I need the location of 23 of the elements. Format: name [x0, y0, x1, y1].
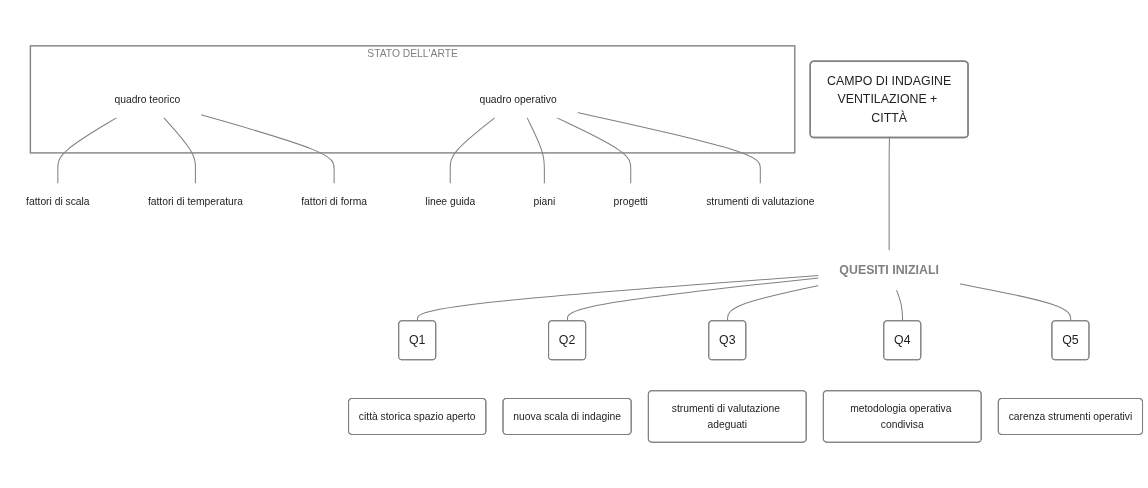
connector — [555, 116, 632, 185]
connector — [163, 116, 196, 185]
connector — [958, 283, 1072, 322]
connector — [57, 116, 118, 185]
node-text: piani — [533, 195, 556, 208]
connector — [200, 114, 335, 185]
node-text: fattori di scala — [26, 195, 90, 208]
connector — [576, 111, 761, 185]
connector — [727, 284, 820, 322]
node-text: strumenti di valutazione — [706, 195, 815, 208]
node-text: progetti — [613, 195, 648, 208]
connector — [895, 289, 904, 322]
node-text: quadro teorico — [114, 93, 181, 105]
connector — [566, 277, 820, 322]
node-text: linee guida — [425, 195, 476, 208]
connector — [416, 274, 820, 322]
connector — [526, 116, 545, 185]
connector — [449, 116, 496, 185]
node-text: fattori di forma — [301, 195, 368, 208]
connector — [888, 137, 890, 252]
node-text: QUESITI INIZIALI — [839, 263, 939, 277]
node-text: fattori di temperatura — [147, 195, 243, 208]
node-text: quadro operativo — [479, 93, 557, 105]
